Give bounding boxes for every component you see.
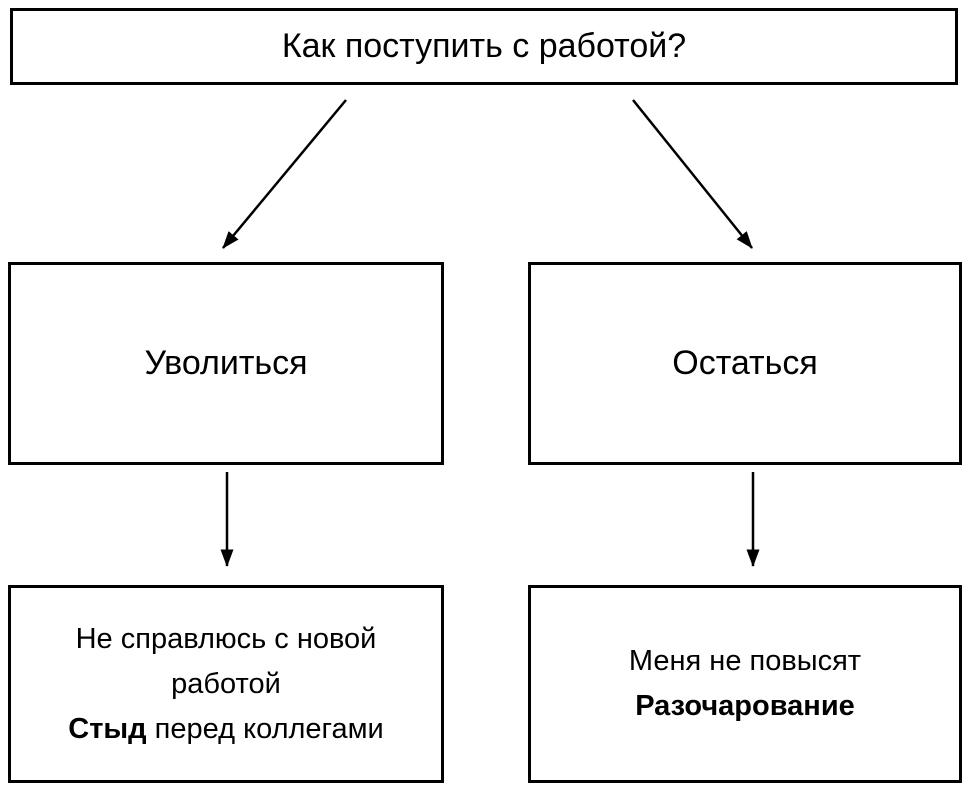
outcome-quit-emphasis: Стыд: [68, 712, 147, 745]
arrow-question-to-quit: [222, 99, 347, 249]
outcome-quit-line1: Не справлюсь с новой работой: [75, 622, 377, 700]
outcome-stay-content: Меня не повысят Разочарование: [531, 639, 959, 729]
outcome-box-quit: Не справлюсь с новой работой Стыд перед …: [8, 585, 444, 783]
outcome-stay-line1: Меня не повысят: [628, 645, 862, 677]
outcome-quit-line2: Стыд перед коллегами: [11, 707, 441, 752]
outcome-stay-emphasis: Разочарование: [635, 690, 855, 722]
question-box: Как поступить с работой?: [10, 8, 958, 85]
question-text: Как поступить с работой?: [281, 27, 687, 65]
option-stay-label: Остаться: [672, 344, 818, 382]
outcome-stay-line2: Разочарование: [531, 684, 959, 729]
option-box-stay: Остаться: [528, 262, 962, 465]
arrow-question-to-stay: [632, 99, 753, 249]
option-quit-label: Уволиться: [144, 344, 308, 382]
option-box-quit: Уволиться: [8, 262, 444, 465]
outcome-box-stay: Меня не повысят Разочарование: [528, 585, 962, 783]
outcome-quit-emphasis-rest: перед коллегами: [146, 712, 384, 745]
outcome-quit-content: Не справлюсь с новой работой Стыд перед …: [11, 617, 441, 752]
